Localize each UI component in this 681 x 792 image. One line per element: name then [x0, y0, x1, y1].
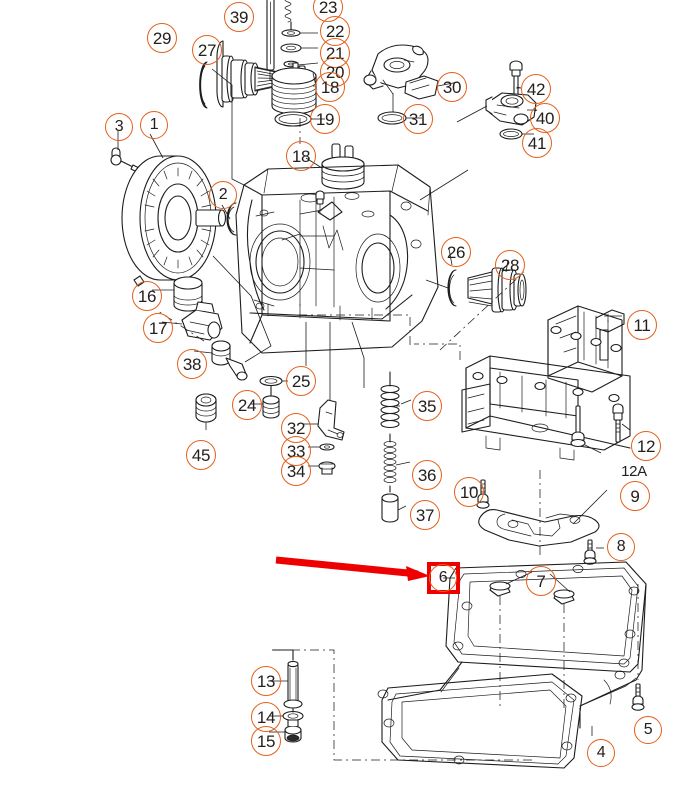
part-27-snap-ring	[199, 61, 208, 109]
callout-39[interactable]: 39	[224, 2, 254, 32]
callout-41[interactable]: 41	[522, 128, 552, 158]
part-4-oil-pan	[377, 577, 647, 769]
callout-38[interactable]: 38	[177, 349, 207, 379]
callout-12[interactable]: 12	[631, 431, 661, 461]
part-37-sleeve	[381, 485, 407, 523]
part-15-drain-plug	[269, 719, 302, 743]
callout-42[interactable]: 42	[521, 74, 551, 104]
callout-30[interactable]: 30	[437, 72, 467, 102]
callout-18[interactable]: 18	[315, 72, 345, 102]
callout-28[interactable]: 28	[495, 250, 525, 280]
assembly-frame-diag	[439, 271, 525, 351]
part-34-bolt	[308, 461, 336, 475]
callout-24[interactable]: 24	[232, 390, 262, 420]
callout-26[interactable]: 26	[441, 237, 471, 267]
part-23-spring-top	[284, 0, 292, 31]
part-12a-bolt	[570, 405, 602, 454]
part-7-magnets	[489, 571, 575, 708]
assembly-frame-lower	[272, 649, 534, 761]
callout-25[interactable]: 25	[286, 366, 316, 396]
red-pointer-arrow	[275, 556, 430, 581]
callout-2[interactable]: 2	[209, 181, 237, 209]
part-32-retaining-plate	[304, 386, 345, 441]
part-14-seal-ring	[269, 707, 304, 722]
callout-10[interactable]: 10	[454, 477, 484, 507]
part-11-valve-body	[461, 305, 631, 461]
callout-9[interactable]: 9	[620, 481, 650, 511]
callout-11[interactable]: 11	[627, 310, 657, 340]
callout-29[interactable]: 29	[147, 23, 177, 53]
part-38-breather	[193, 255, 272, 381]
part-40-lever	[456, 92, 538, 126]
callout-12a[interactable]: 12A	[621, 462, 647, 480]
callout-4[interactable]: 4	[587, 739, 615, 767]
callout-36[interactable]: 36	[412, 460, 442, 490]
part-30-multifunction-switch	[363, 44, 459, 113]
callout-16[interactable]: 16	[132, 281, 162, 311]
part-31-o-ring	[377, 111, 422, 125]
callout-7[interactable]: 7	[526, 566, 556, 596]
callout-31[interactable]: 31	[403, 104, 433, 134]
part-36-spring	[383, 433, 411, 483]
part-22-washer	[281, 29, 318, 37]
part-18-filter-top	[271, 62, 317, 115]
part-28-output-flange	[467, 259, 527, 313]
part-21-seal	[280, 43, 318, 53]
assembly-frame-mid	[290, 314, 411, 345]
part-12-bolt	[612, 403, 631, 443]
callout-1[interactable]: 1	[140, 111, 168, 139]
callout-3[interactable]: 3	[105, 113, 133, 141]
callout-45[interactable]: 45	[186, 440, 216, 470]
part-35-spring	[380, 371, 412, 429]
part-45-plug	[195, 393, 217, 430]
part-1-torque-converter	[121, 133, 227, 287]
callout-27[interactable]: 27	[192, 35, 222, 65]
callout-17[interactable]: 17	[143, 313, 173, 343]
callout-15[interactable]: 15	[251, 726, 281, 756]
callout-5[interactable]: 5	[634, 716, 662, 744]
callout-6[interactable]: 6	[429, 564, 457, 592]
part-25-seal-ring	[259, 375, 288, 387]
part-5-oil-pan-bolt	[631, 584, 645, 711]
part-17-bracket	[161, 301, 223, 341]
callout-8[interactable]: 8	[607, 533, 635, 561]
part-13-drain-tube	[268, 649, 303, 709]
callout-13[interactable]: 13	[251, 666, 281, 696]
callout-19[interactable]: 19	[310, 104, 340, 134]
part-8-bolt	[583, 539, 604, 565]
part-9-oil-strainer	[478, 470, 608, 556]
callout-35[interactable]: 35	[412, 391, 442, 421]
part-16-cap	[152, 276, 203, 312]
callout-34[interactable]: 34	[281, 456, 311, 486]
part-41-o-ring	[499, 128, 534, 140]
callout-37[interactable]: 37	[410, 500, 440, 530]
part-33-washer	[308, 443, 335, 451]
callout-18[interactable]: 18	[286, 141, 316, 171]
assembly-frame-valvebody	[414, 343, 461, 360]
